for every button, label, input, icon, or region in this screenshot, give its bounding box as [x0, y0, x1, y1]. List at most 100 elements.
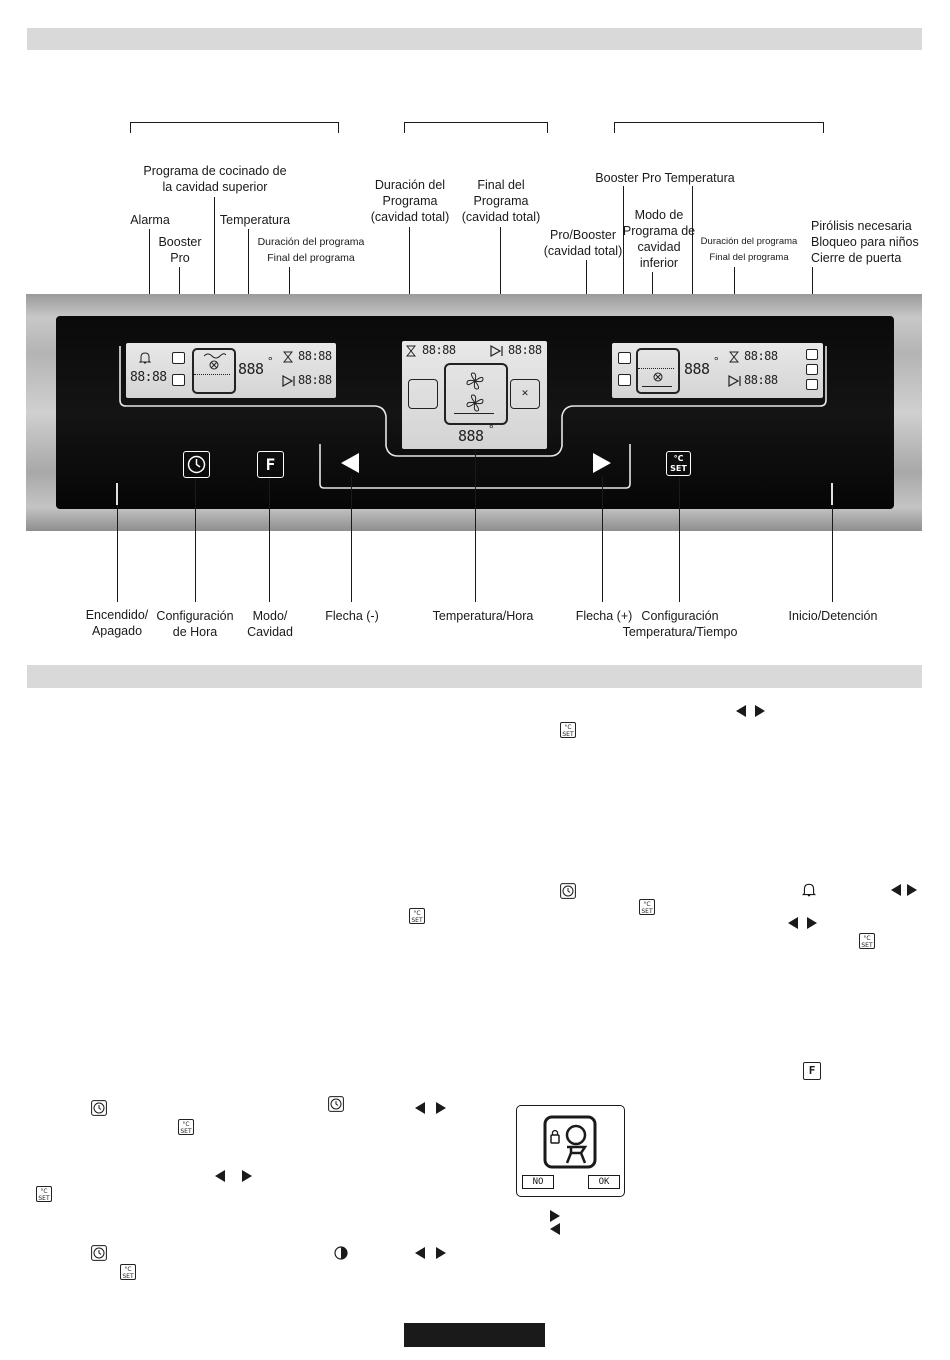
upper-temp-digits: 888 [238, 360, 264, 378]
temp-set-icon: °C SET [178, 1119, 194, 1135]
label-booster-pro-temp-right: Booster Pro Temperatura [595, 171, 735, 185]
leader-config-temp [679, 478, 680, 602]
lower-end-digits: 88:88 [744, 373, 778, 387]
arrow-right-icon [436, 1247, 446, 1259]
label-config-temp: Configuración Temperatura/Tiempo [622, 609, 738, 639]
bell-icon [801, 883, 817, 897]
arrow-right-icon [436, 1102, 446, 1114]
label-alarma: Alarma [130, 213, 170, 227]
lcd-upper: 88:88 888 ° 88:88 88:88 [126, 343, 336, 398]
alarm-time-digits: 88:88 [130, 370, 167, 385]
label-duracion-total: Duración del Programa (cavidad total) [370, 178, 450, 224]
arrow-left-icon [215, 1170, 225, 1182]
header-band [27, 28, 922, 50]
lcd-center: 88:88 88:88 ✕ 888 ° [402, 341, 547, 449]
child-lock-screen: NO OK [516, 1105, 625, 1197]
end-icon [282, 375, 295, 387]
fan-icon [466, 394, 484, 412]
clock-button[interactable] [183, 451, 210, 478]
leader-booster-right [623, 186, 624, 322]
label-final-total: Final del Programa (cavidad total) [461, 178, 541, 224]
label-temperatura-left: Temperatura [219, 213, 291, 227]
pyrolysis-icon [806, 349, 818, 360]
label-booster-pro-left: Booster Pro [158, 235, 202, 265]
hourglass-icon [283, 351, 293, 363]
label-duracion-final-right: Duración del programa Final del programa [700, 236, 798, 263]
leader-flecha-menos [351, 476, 352, 602]
page-number-tab [404, 1323, 545, 1347]
mode-button[interactable]: F [257, 451, 284, 478]
lower-cavity-box [636, 348, 680, 394]
label-pirolisis: Pirólisis necesaria Bloqueo para niños C… [811, 219, 919, 265]
arrow-right-icon [907, 884, 917, 896]
leader-final-total [500, 227, 501, 345]
arrow-right-icon [807, 917, 817, 929]
hourglass-icon [406, 345, 416, 357]
temp-set-icon: °C SET [859, 933, 875, 949]
leader-duracion-total [409, 227, 410, 345]
lower-temp-digits: 888 [684, 360, 710, 378]
clock-icon [560, 883, 576, 899]
lower-mini-box: ✕ [510, 379, 540, 409]
clock-icon [328, 1096, 344, 1112]
label-duracion-final-left: Duración del programa Final del programa [257, 236, 365, 264]
booster-icon [172, 352, 185, 364]
total-duration-digits: 88:88 [422, 343, 456, 357]
clock-icon [187, 455, 206, 474]
leader-alarma [149, 229, 150, 322]
label-flecha-mas: Flecha (+) [575, 609, 633, 623]
mode-f-icon: F [803, 1062, 821, 1080]
temp-set-icon: °C SET [409, 908, 425, 924]
leader-temperatura-left [248, 229, 249, 322]
leader-inicio [832, 505, 833, 602]
arrow-left-icon [891, 884, 901, 896]
power-button[interactable] [116, 483, 118, 505]
arrow-left-icon [550, 1223, 560, 1235]
temp-set-icon: °C SET [560, 722, 576, 738]
upper-duration-digits: 88:88 [298, 349, 332, 363]
arrow-left-icon [415, 1247, 425, 1259]
booster-pro-icon [172, 374, 185, 386]
label-programa-superior: Programa de cocinado de la cavidad super… [143, 164, 287, 194]
arrow-right-icon [550, 1210, 560, 1222]
fan-icon [466, 372, 484, 390]
child-lock-icon [806, 364, 818, 375]
end-icon [490, 345, 503, 357]
label-config-hora: Configuración de Hora [156, 609, 234, 639]
bell-icon [138, 352, 152, 364]
bracket-total [404, 122, 548, 133]
half-circle-icon [334, 1246, 348, 1260]
arrow-left-icon [415, 1102, 425, 1114]
mode-f-icon: F [265, 455, 276, 474]
arrow-right-button[interactable] [591, 451, 613, 475]
lower-temp-degree: ° [713, 355, 720, 368]
temp-set-button[interactable]: °C SET [666, 451, 691, 476]
total-temp-digits: 888 [458, 427, 484, 445]
clock-icon [91, 1100, 107, 1116]
total-cavity-box [444, 363, 508, 425]
label-encendido: Encendido/ Apagado [85, 608, 149, 638]
clock-icon [91, 1245, 107, 1261]
lock-ok-button[interactable]: OK [588, 1175, 620, 1189]
door-lock-icon [806, 379, 818, 390]
temp-set-icon: °C SET [36, 1186, 52, 1202]
arrow-left-button[interactable] [339, 451, 361, 475]
upper-cavity-box [192, 348, 236, 394]
lcd-lower: 888 ° 88:88 88:88 [612, 343, 823, 398]
fan-icon [203, 353, 226, 370]
temp-set-icon: °C SET [639, 899, 655, 915]
leader-config-hora [195, 478, 196, 602]
booster-icon [618, 352, 631, 364]
booster-pro-icon [618, 374, 631, 386]
section-band [27, 665, 922, 688]
lock-no-button[interactable]: NO [522, 1175, 554, 1189]
leader-temperatura-right [692, 186, 693, 322]
leader-flecha-mas [602, 476, 603, 602]
start-stop-button[interactable] [831, 483, 833, 505]
label-modo-inferior: Modo de Programa de cavidad inferior [622, 208, 696, 270]
hourglass-icon [729, 351, 739, 363]
label-pro-booster-total: Pro/Booster (cavidad total) [543, 228, 623, 258]
leader-encendido [117, 505, 118, 602]
bracket-lower [614, 122, 824, 133]
label-modo-cavidad: Modo/ Cavidad [247, 609, 293, 639]
